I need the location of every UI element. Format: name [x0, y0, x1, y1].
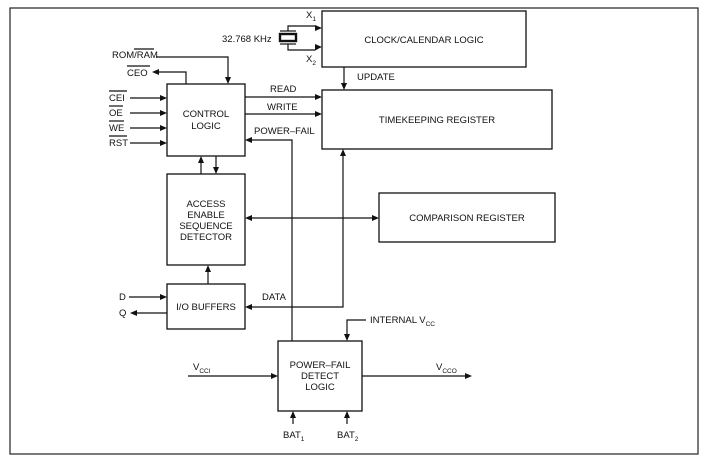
crystal-frequency-label: 32.768 KHz — [222, 34, 272, 45]
vcci-input-arrow — [188, 373, 278, 379]
data-bus — [245, 149, 346, 310]
we-label: WE — [109, 123, 124, 134]
control-logic-label-line1: CONTROL — [183, 109, 229, 120]
cei-label: CEI — [109, 93, 125, 104]
bat1-label: BAT1 — [283, 430, 305, 443]
data-label: DATA — [262, 292, 287, 303]
clock-calendar-label: CLOCK/CALENDAR LOGIC — [364, 35, 483, 46]
power-fail-feedback-arrow — [245, 137, 293, 341]
ceo-label: CEO — [127, 68, 148, 79]
access-label-line1: ACCESS — [186, 199, 225, 210]
access-label-line4: DETECTOR — [180, 232, 232, 243]
q-label: Q — [119, 308, 126, 319]
access-comparison-bus — [245, 215, 379, 221]
update-arrow — [341, 67, 347, 90]
cei-arrow — [130, 95, 167, 101]
outer-frame — [9, 7, 699, 455]
vcci-label: VCCI — [193, 362, 211, 375]
power-fail-label-line3: LOGIC — [305, 382, 335, 393]
x1-label: X1 — [306, 10, 316, 23]
timekeeping-register-block: TIMEKEEPING REGISTER — [321, 89, 553, 150]
q-output-arrow — [130, 310, 167, 316]
update-label: UPDATE — [357, 72, 395, 83]
rst-label: RST — [109, 138, 128, 149]
internal-vcc-arrow — [344, 319, 366, 341]
access-label-line2: ENABLE — [187, 210, 225, 221]
read-arrow — [245, 94, 322, 100]
rst-arrow — [130, 140, 167, 146]
access-to-control-arrow — [198, 156, 204, 174]
timekeeping-register-label: TIMEKEEPING REGISTER — [379, 115, 495, 126]
power-fail-detect-block: POWER–FAIL DETECT LOGIC — [277, 340, 363, 412]
power-fail-label-line1: POWER–FAIL — [290, 360, 351, 371]
io-to-access-arrow — [205, 265, 211, 284]
oe-label: OE — [109, 108, 123, 119]
d-label: D — [119, 292, 126, 303]
control-logic-label-line2: LOGIC — [191, 121, 221, 132]
io-buffers-label: I/O BUFFERS — [176, 302, 236, 313]
write-label: WRITE — [267, 102, 298, 113]
x2-label: X2 — [306, 54, 316, 67]
io-buffers-block: I/O BUFFERS — [166, 283, 246, 330]
power-fail-signal-label: POWER–FAIL — [254, 126, 315, 137]
comparison-register-block: COMPARISON REGISTER — [378, 192, 556, 243]
access-enable-block: ACCESS ENABLE SEQUENCE DETECTOR — [166, 173, 246, 266]
vcco-output-arrow — [362, 373, 472, 379]
ceo-arrow — [152, 69, 187, 84]
control-to-access-arrow — [213, 156, 219, 174]
oe-arrow — [130, 110, 167, 116]
power-fail-label-line2: DETECT — [301, 371, 339, 382]
comparison-register-label: COMPARISON REGISTER — [409, 213, 525, 224]
bat1-arrow — [290, 411, 296, 424]
d-input-arrow — [129, 294, 167, 300]
crystal-icon — [278, 25, 322, 51]
vcco-label: VCCO — [436, 362, 457, 375]
clock-calendar-block: CLOCK/CALENDAR LOGIC — [321, 10, 527, 68]
rom-ram-arrow — [156, 56, 231, 84]
write-arrow — [245, 111, 322, 117]
internal-vcc-label: INTERNAL VCC — [370, 315, 435, 328]
control-logic-block: CONTROL LOGIC — [166, 83, 246, 157]
read-label: READ — [270, 84, 297, 95]
bat2-arrow — [344, 411, 350, 424]
bat2-label: BAT2 — [337, 430, 359, 443]
we-arrow — [130, 125, 167, 131]
access-label-line3: SEQUENCE — [179, 221, 232, 232]
rom-ram-label: ROM/RAM — [112, 50, 158, 61]
